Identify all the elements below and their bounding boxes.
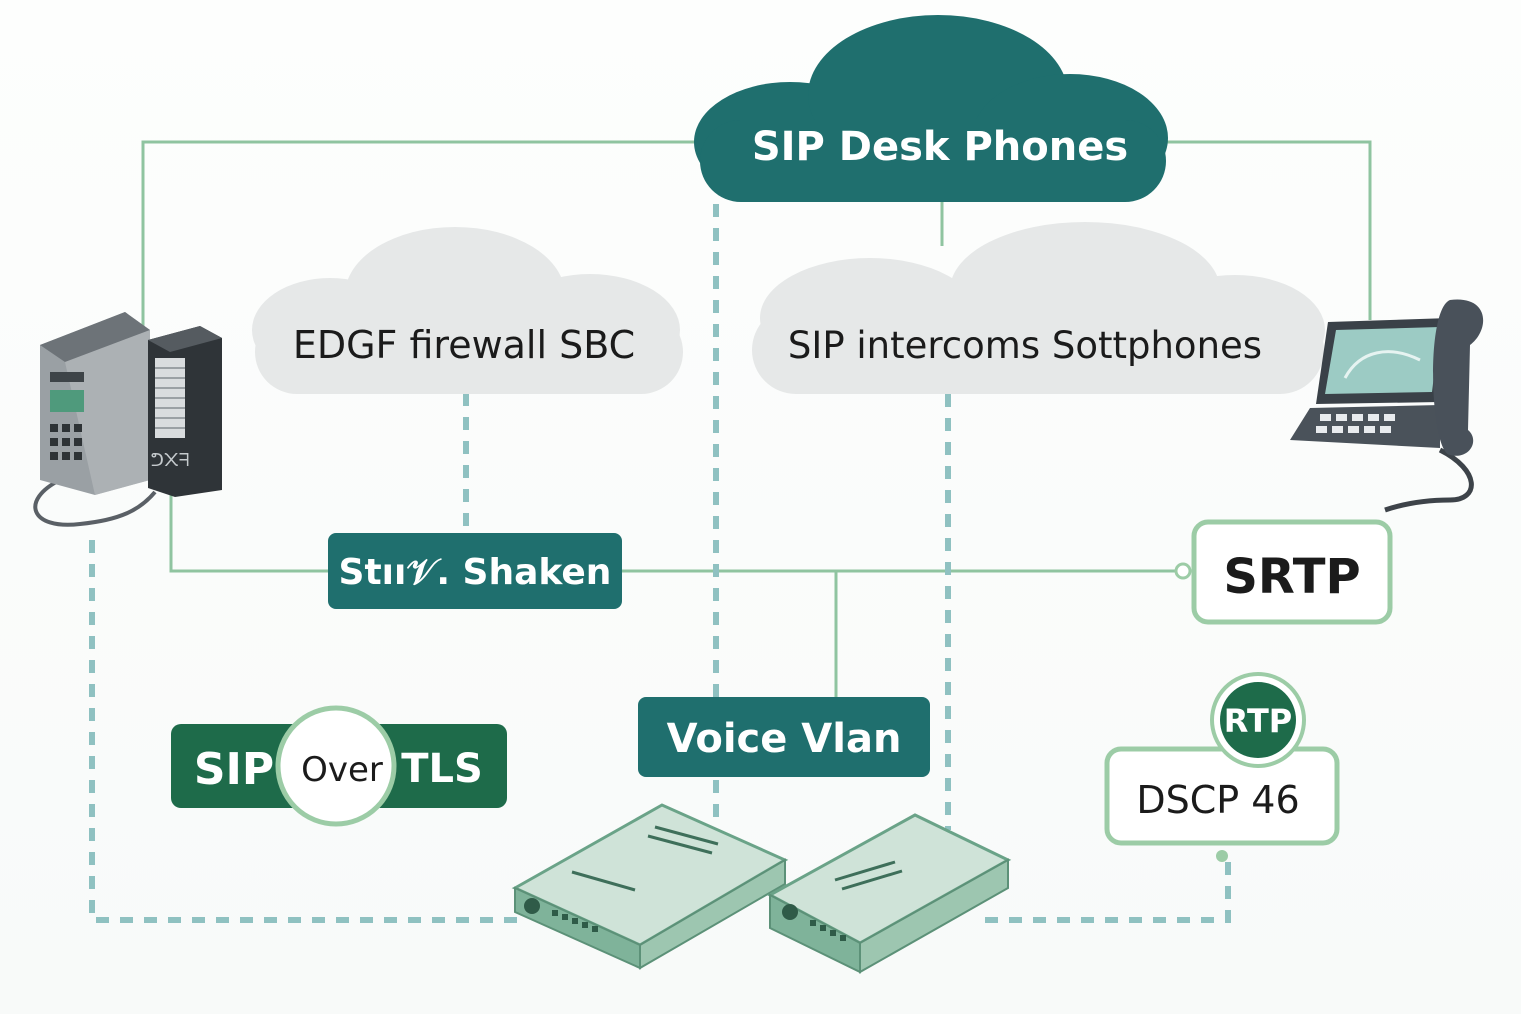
srtp-connector-dot (1174, 562, 1192, 580)
sip-tls-right-label: TLS (401, 746, 483, 792)
connector-left-stir (169, 492, 330, 573)
srtp-label: SRTP (1223, 549, 1360, 605)
cloud-intercoms-softphones: SIP intercoms Sottphones (752, 222, 1325, 394)
voice-vlan-label: Voice Vlan (667, 716, 902, 762)
stir-shaken-box: Stıı𝒱. Shaken (328, 533, 622, 609)
dscp-box: DSCP 46 (1104, 746, 1340, 862)
dashed-left-bottom (89, 540, 520, 923)
dashed-bottom-right (985, 860, 1231, 923)
voice-vlan-box: Voice Vlan (638, 697, 930, 777)
switch-right-icon (766, 813, 1012, 974)
cloud-sip-desk-phones: SIP Desk Phones (694, 15, 1168, 202)
solid-connectors (141, 140, 1372, 700)
cloud-intercom-label: SIP intercoms Sottphones (788, 324, 1262, 367)
pbx-panel-label: ᕤ᙭ᖷ (151, 450, 190, 471)
srtp-box: SRTP (1191, 519, 1393, 625)
sip-tls-left-label: SIP (194, 744, 274, 795)
rtp-badge: RTP (1210, 672, 1306, 768)
stir-shaken-label: Stıı𝒱. Shaken (339, 552, 612, 593)
ip-desk-phone-icon (1290, 299, 1484, 513)
connector-top-left (141, 140, 700, 330)
pbx-server-phone-icon: ᕤ᙭ᖷ (33, 312, 222, 527)
sip-over-tls-box: SIP Over TLS (171, 705, 507, 827)
cloud-edge-label: EDGF firewall SBC (293, 323, 635, 367)
dscp-label: DSCP 46 (1136, 778, 1299, 822)
switch-left-icon (511, 803, 789, 970)
rtp-label: RTP (1224, 702, 1292, 740)
cloud-top-label: SIP Desk Phones (752, 124, 1128, 170)
sip-tls-middle-label: Over (301, 750, 383, 790)
cloud-edge-firewall: EDGF firewall SBC (252, 227, 683, 394)
connector-top-right (1160, 140, 1372, 320)
